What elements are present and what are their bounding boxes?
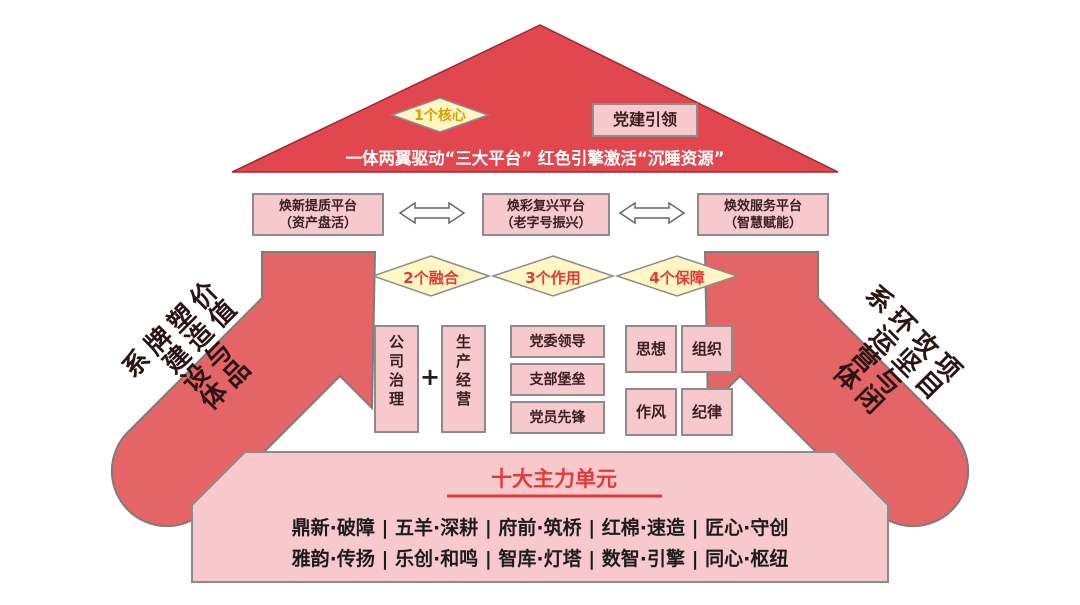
platform-revive: 焕彩复兴平台 （老字号振兴） — [482, 193, 610, 236]
core-diamond — [389, 97, 491, 133]
guarantee-style: 作风 — [625, 388, 677, 436]
plus-sign: + — [419, 363, 441, 391]
guarantee-label: 4个保障 — [649, 269, 705, 287]
platform-renew: 焕新提质平台 （资产盘活） — [252, 193, 384, 236]
units-base — [191, 451, 889, 583]
corporate-governance-box: 公 司 治 理 — [374, 325, 419, 433]
platform-service-sub: （智慧赋能） — [723, 216, 802, 231]
guarantee-organization: 组织 — [681, 325, 733, 373]
core-label: 1个核心 — [414, 108, 466, 124]
guarantee-organization-label: 组织 — [691, 340, 722, 358]
production-operation-char: 营 — [455, 390, 471, 408]
party-leadership-box: 党建引领 — [592, 103, 698, 137]
units-row-1: 鼎新·破障 | 五羊·深耕 | 府前·筑桥 | 红棉·速造 | 匠心·守创 — [291, 517, 789, 539]
party-leadership-label: 党建引领 — [612, 110, 677, 129]
roof-slogan: 一体两翼驱动“三大平台” 红色引擎激活“沉睡资源” — [345, 149, 725, 168]
double-arrow-right — [618, 201, 686, 225]
platform-revive-name: 焕彩复兴平台 — [506, 199, 585, 214]
units-title: 十大主力单元 — [491, 467, 617, 491]
units-row-2: 雅韵·传扬 | 乐创·和鸣 | 智库·灯塔 | 数智·引擎 | 同心·枢纽 — [291, 548, 789, 570]
production-operation-box: 生 产 经 营 — [441, 325, 486, 433]
role-label: 3个作用 — [525, 269, 581, 287]
role-member: 党员先锋 — [510, 401, 605, 434]
role-diamond — [490, 255, 616, 297]
platform-revive-sub: （老字号振兴） — [500, 216, 592, 231]
guarantee-style-label: 作风 — [635, 403, 666, 421]
platform-renew-sub: （资产盘活） — [278, 216, 357, 231]
role-branch: 支部堡垒 — [510, 363, 605, 396]
platform-service-name: 焕效服务平台 — [723, 199, 802, 214]
double-arrow-left — [398, 201, 466, 225]
guarantee-thought: 思想 — [625, 325, 677, 373]
production-operation-char: 经 — [455, 371, 471, 389]
role-committee: 党委领导 — [510, 325, 605, 358]
fusion-label: 2个融合 — [403, 269, 459, 287]
production-operation-char: 产 — [455, 352, 471, 370]
corporate-governance-char: 理 — [388, 390, 404, 408]
fusion-diamond — [370, 255, 492, 297]
guarantee-diamond — [614, 255, 740, 297]
platform-renew-name: 焕新提质平台 — [278, 199, 357, 214]
corporate-governance-char: 治 — [388, 371, 404, 389]
production-operation-char: 生 — [455, 333, 471, 351]
platform-service: 焕效服务平台 （智慧赋能） — [697, 193, 829, 236]
role-branch-label: 支部堡垒 — [529, 372, 586, 388]
guarantee-thought-label: 思想 — [635, 340, 666, 358]
corporate-governance-char: 公 — [388, 333, 404, 351]
role-member-label: 党员先锋 — [529, 410, 586, 426]
role-committee-label: 党委领导 — [529, 334, 586, 350]
guarantee-discipline-label: 纪律 — [691, 403, 722, 421]
corporate-governance-char: 司 — [388, 352, 404, 370]
guarantee-discipline: 纪律 — [681, 388, 733, 436]
